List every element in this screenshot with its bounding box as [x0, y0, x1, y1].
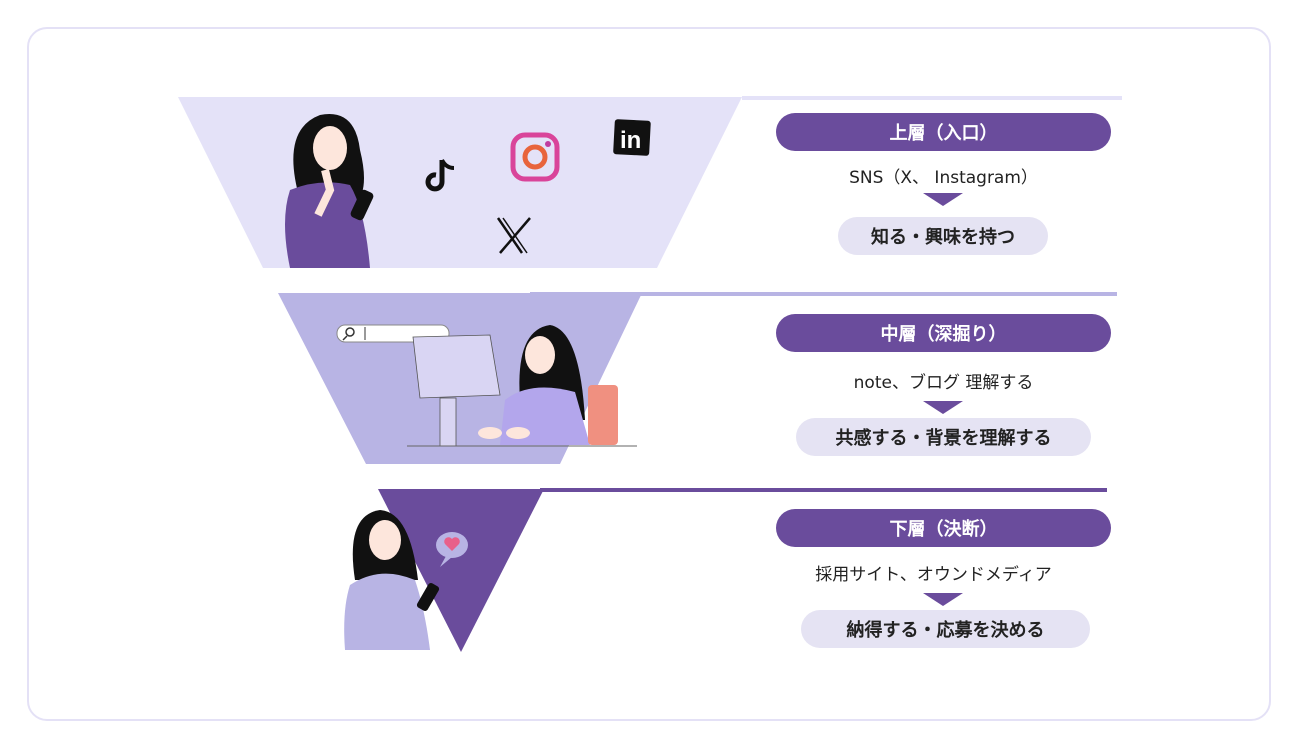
tier-bottom-title: 下層（決断）: [776, 509, 1111, 547]
tier-top-divider: [742, 96, 1122, 100]
tier-middle-channels: note、ブログ 理解する: [853, 373, 1034, 393]
tier-top-outcome: 知る・興味を持つ: [838, 217, 1048, 255]
tier-top-channels: SNS（X、 Instagram）: [849, 168, 1038, 188]
svg-text:in: in: [620, 127, 641, 154]
heart-icon: [444, 537, 460, 551]
woman-thinking-illustration: [285, 114, 374, 268]
arrow-down-icon: [923, 401, 963, 414]
tier-bottom-channels: 採用サイト、オウンドメディア: [815, 565, 1052, 585]
tier-middle-outcome: 共感する・背景を理解する: [796, 418, 1091, 456]
funnel-tier-bottom: [378, 489, 544, 652]
funnel-tier-top: [178, 97, 742, 268]
tier-middle-divider: [530, 292, 1117, 296]
tier-middle-title: 中層（深掘り）: [776, 314, 1111, 352]
linkedin-icon: in: [613, 119, 651, 156]
woman-computer-illustration: [407, 325, 637, 447]
instagram-icon: [510, 132, 560, 182]
tier-bottom-outcome: 納得する・応募を決める: [801, 610, 1090, 648]
arrow-down-icon: [923, 593, 963, 606]
tiktok-icon: [425, 159, 455, 192]
x-icon: [496, 217, 531, 254]
woman-phone-heart-illustration: [344, 510, 468, 650]
diagram-card: [27, 27, 1271, 721]
tier-bottom-divider: [540, 488, 1107, 492]
tier-top-title: 上層（入口）: [776, 113, 1111, 151]
arrow-down-icon: [923, 193, 963, 206]
